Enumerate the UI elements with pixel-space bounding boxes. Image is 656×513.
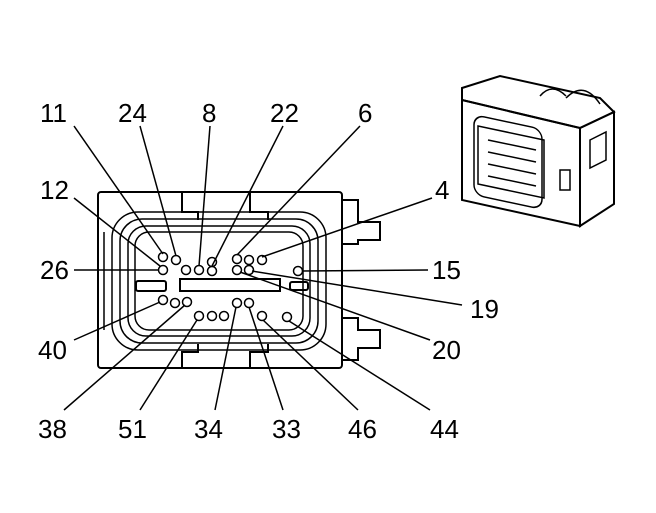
leader-46 (262, 319, 359, 411)
iso-side-tab (589, 130, 607, 170)
pin-4b (256, 254, 268, 266)
pin-24 (170, 254, 182, 266)
leader-33 (248, 306, 284, 411)
pin-51-c (218, 310, 230, 322)
iso-front-face (461, 98, 581, 228)
callout-34: 34 (194, 414, 223, 444)
callout-40: 40 (38, 335, 67, 365)
callout-46: 46 (348, 414, 377, 444)
callout-44: 44 (430, 414, 459, 444)
pin-6 (231, 253, 243, 265)
pin-15 (292, 265, 304, 277)
pin-unlabeled-a (180, 264, 192, 276)
lower-latch-tab (342, 317, 381, 361)
callout-11: 11 (40, 98, 67, 128)
leader-19 (251, 270, 463, 306)
leader-38 (63, 304, 186, 411)
pin-51 (193, 310, 205, 322)
callout-22: 22 (270, 98, 299, 128)
pin-33 (243, 297, 255, 309)
left-divider-bar (135, 280, 167, 292)
leader-24 (139, 125, 177, 257)
callout-12: 12 (40, 175, 69, 205)
leader-40 (73, 301, 161, 341)
pin-4 (243, 254, 255, 266)
leader-51 (139, 319, 198, 411)
right-divider-bar (289, 281, 309, 291)
connector-isometric-view (461, 74, 616, 228)
iso-pin-row-1 (487, 139, 537, 151)
callout-19: 19 (470, 294, 499, 324)
top-notch-left (181, 192, 199, 220)
iso-cavity-field (477, 125, 545, 199)
upper-latch-tab (342, 199, 381, 245)
callout-51: 51 (118, 414, 147, 444)
pin-38-b (169, 297, 181, 309)
callout-4: 4 (435, 175, 449, 205)
bottom-notch-left (181, 344, 199, 368)
pin-46 (256, 310, 268, 322)
callout-6: 6 (358, 98, 372, 128)
pin-11 (157, 251, 169, 263)
callout-24: 24 (118, 98, 147, 128)
pin-34 (231, 297, 243, 309)
iso-side-face (579, 110, 615, 228)
pin-cavities (157, 251, 304, 323)
leader-8 (198, 125, 211, 267)
callout-labels: 11 24 8 22 6 4 12 26 15 19 40 20 38 51 3… (38, 98, 499, 444)
iso-top-face (461, 74, 616, 130)
leader-44 (288, 320, 431, 411)
callout-20: 20 (432, 335, 461, 365)
iso-wire-bump-2 (565, 89, 601, 105)
pin-8-lower (193, 264, 205, 276)
connector-body-outline (97, 191, 343, 369)
pin-26 (157, 264, 169, 276)
callout-33: 33 (272, 414, 301, 444)
leader-lines (63, 125, 463, 411)
iso-pin-row-4 (487, 175, 537, 187)
iso-side-latch (559, 169, 571, 191)
iso-wire-bump-1 (539, 88, 567, 97)
leader-15 (301, 269, 429, 272)
pin-44 (281, 311, 293, 323)
leader-12 (73, 197, 161, 267)
pin-40 (157, 294, 169, 306)
pin-38 (181, 296, 193, 308)
iso-pin-row-3 (487, 163, 537, 175)
center-divider-bar (179, 278, 281, 292)
leader-6 (236, 125, 361, 256)
seal-ring-outer (111, 211, 327, 351)
bottom-notch-right (249, 344, 269, 368)
iso-pin-row-2 (487, 151, 537, 163)
callout-38: 38 (38, 414, 67, 444)
connector-face (97, 191, 381, 369)
callout-15: 15 (432, 255, 461, 285)
iso-front-opening (473, 115, 543, 209)
callout-26: 26 (40, 255, 69, 285)
pin-51-b (206, 310, 218, 322)
pin-19 (243, 264, 255, 276)
leader-20 (239, 271, 431, 341)
leader-4 (261, 197, 433, 258)
pin-22 (206, 265, 218, 277)
top-notch-right (249, 192, 269, 220)
leader-22 (211, 125, 284, 267)
pin-20 (231, 264, 243, 276)
leader-11 (73, 125, 164, 255)
leader-34 (214, 306, 237, 411)
callout-8: 8 (202, 98, 216, 128)
